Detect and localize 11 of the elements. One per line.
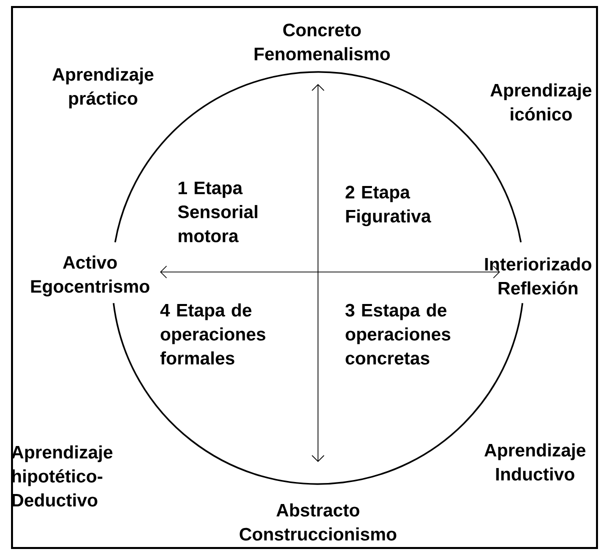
stage-label: 4 Etapa de operaciones formales: [160, 303, 266, 365]
pole-label: Aprendizaje hipotético-Deductivo: [11, 445, 112, 507]
stage-label: 1 Etapa Sensorial motora: [178, 182, 258, 242]
stage-label: 3 Estapa de operaciones concretas: [345, 303, 450, 365]
pole-label: Abstracto Construccionismo: [240, 503, 396, 541]
pole-label: Activo Egocentrismo: [31, 256, 150, 296]
pole-label: Interiorizado Reflexión: [485, 257, 592, 295]
pole-label: Aprendizaje Inductivo: [484, 443, 586, 481]
pole-label: Aprendizaje icónico: [490, 83, 592, 121]
pole-label: Aprendizaje práctico: [52, 68, 154, 108]
stage-label: 2 Etapa Figurativa: [346, 186, 432, 226]
